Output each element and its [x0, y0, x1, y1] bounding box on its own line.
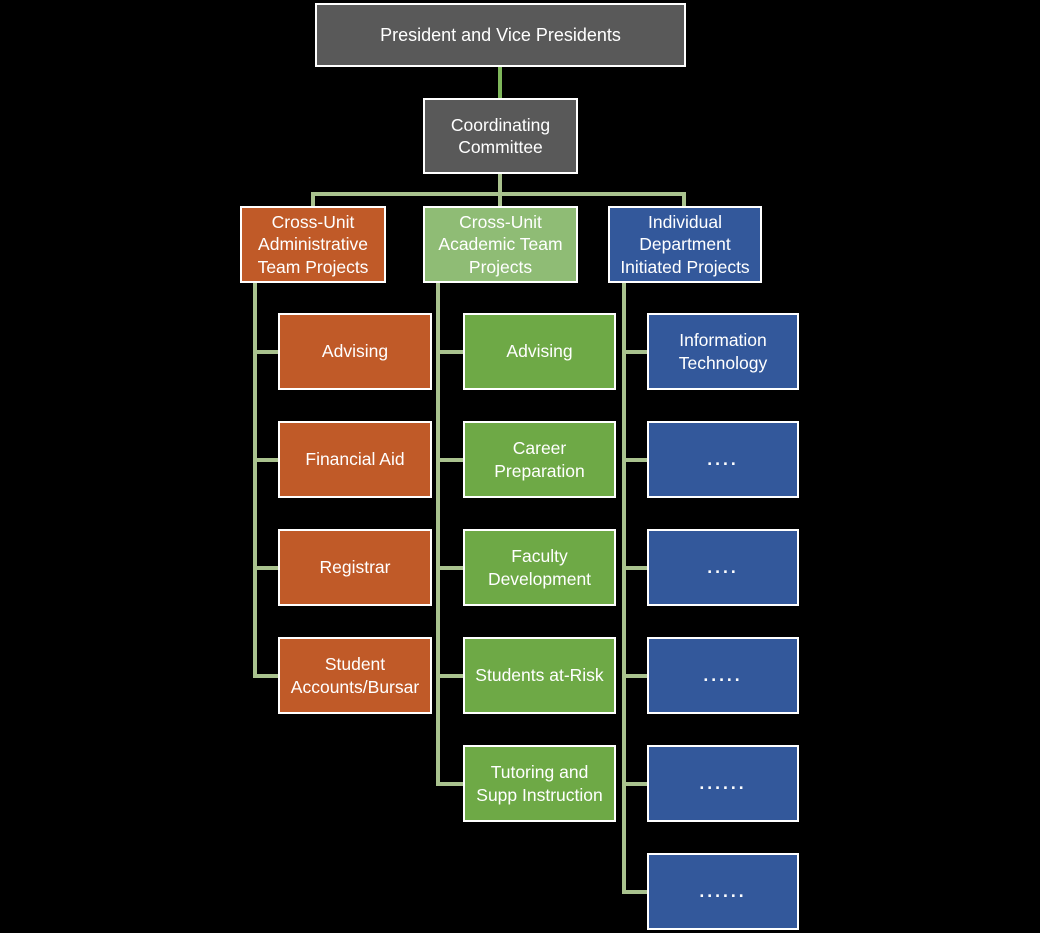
- connector-stub-cross-unit-administrative-1: [253, 349, 278, 354]
- node-label: Students at-Risk: [475, 665, 604, 686]
- node-cross-unit-administrative-financial-aid: Financial Aid: [278, 421, 432, 498]
- node-label: ......: [699, 773, 747, 794]
- node-cross-unit-administrative-registrar: Registrar: [278, 529, 432, 606]
- node-cross-unit-administrative-student-accounts-bursar: Student Accounts/Bursar: [278, 637, 432, 714]
- node-individual-department-item-3: ....: [647, 529, 799, 606]
- node-header-cross-unit-academic-label: Cross-Unit Academic Team Projects: [438, 212, 563, 277]
- node-individual-department-item-6: ......: [647, 853, 799, 930]
- node-label: Career Preparation: [494, 438, 585, 481]
- node-president-and-vice-presidents: President and Vice Presidents: [315, 3, 686, 67]
- connector-stub-cross-unit-academic-2: [436, 457, 463, 462]
- node-cross-unit-academic-faculty-development: Faculty Development: [463, 529, 616, 606]
- node-label: Faculty Development: [487, 546, 592, 589]
- node-cross-unit-academic-students-at-risk: Students at-Risk: [463, 637, 616, 714]
- connector-stub-cross-unit-academic-4: [436, 673, 463, 678]
- node-label: Advising: [506, 341, 573, 362]
- connector-trunk-cross-unit-administrative: [253, 283, 257, 678]
- connector-branch-drop-right: [682, 192, 686, 206]
- node-individual-department-item-4: .....: [647, 637, 799, 714]
- connector-trunk-individual-department: [622, 283, 626, 894]
- node-label: .....: [703, 665, 743, 686]
- node-individual-department-item-2: ....: [647, 421, 799, 498]
- node-coordinating-committee-label: Coordinating Committee: [450, 114, 551, 157]
- node-label: Information Technology: [678, 330, 768, 373]
- connector-stub-cross-unit-academic-3: [436, 565, 463, 570]
- connector-stub-individual-department-6: [622, 889, 647, 894]
- connector-stub-cross-unit-academic-5: [436, 781, 463, 786]
- node-header-individual-department: Individual Department Initiated Projects: [608, 206, 762, 283]
- connector-branch-trunk: [311, 192, 686, 196]
- node-label: ....: [707, 557, 739, 578]
- connector-committee-drop: [498, 174, 502, 206]
- node-cross-unit-administrative-advising: Advising: [278, 313, 432, 390]
- node-cross-unit-academic-advising: Advising: [463, 313, 616, 390]
- node-label: Tutoring and Supp Instruction: [476, 762, 603, 805]
- node-individual-department-item-5: ......: [647, 745, 799, 822]
- connector-stub-cross-unit-academic-1: [436, 349, 463, 354]
- node-label: Financial Aid: [305, 449, 405, 470]
- node-label: Advising: [321, 341, 389, 362]
- connector-stub-cross-unit-administrative-4: [253, 673, 278, 678]
- connector-stub-cross-unit-administrative-2: [253, 457, 278, 462]
- node-header-cross-unit-academic: Cross-Unit Academic Team Projects: [423, 206, 578, 283]
- node-header-cross-unit-administrative-label: Cross-Unit Administrative Team Projects: [257, 212, 369, 277]
- node-individual-department-information-technology: Information Technology: [647, 313, 799, 390]
- connector-stub-individual-department-2: [622, 457, 647, 462]
- node-label: Student Accounts/Bursar: [290, 654, 420, 697]
- connector-president-to-committee: [498, 67, 502, 98]
- connector-branch-drop-left: [311, 192, 315, 206]
- node-label: ......: [699, 881, 747, 902]
- node-coordinating-committee: Coordinating Committee: [423, 98, 578, 174]
- connector-stub-individual-department-4: [622, 673, 647, 678]
- connector-trunk-cross-unit-academic: [436, 283, 440, 786]
- node-label: ....: [707, 449, 739, 470]
- node-president-label: President and Vice Presidents: [380, 24, 621, 45]
- node-header-cross-unit-administrative: Cross-Unit Administrative Team Projects: [240, 206, 386, 283]
- connector-stub-individual-department-1: [622, 349, 647, 354]
- node-cross-unit-academic-tutoring-and-supp-instruction: Tutoring and Supp Instruction: [463, 745, 616, 822]
- node-cross-unit-academic-career-preparation: Career Preparation: [463, 421, 616, 498]
- node-label: Registrar: [319, 557, 391, 578]
- node-header-individual-department-label: Individual Department Initiated Projects: [620, 212, 750, 277]
- connector-stub-cross-unit-administrative-3: [253, 565, 278, 570]
- connector-stub-individual-department-5: [622, 781, 647, 786]
- connector-stub-individual-department-3: [622, 565, 647, 570]
